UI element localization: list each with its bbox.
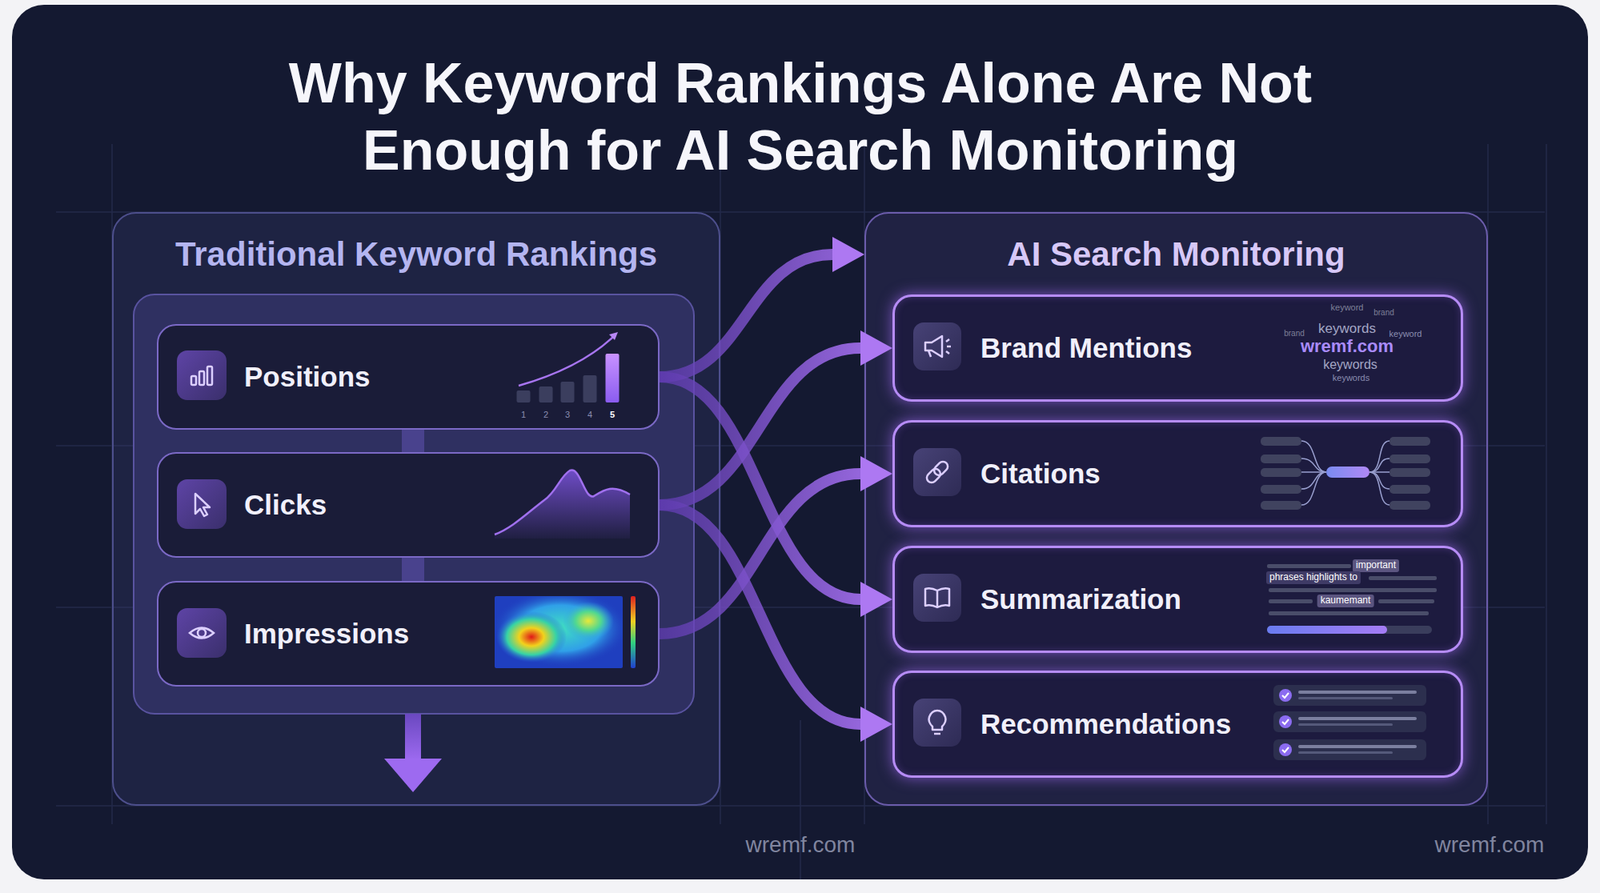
card-label: Brand Mentions xyxy=(980,331,1192,365)
highlight-tag: phrases highlights to xyxy=(1266,571,1361,585)
word-cloud-term: keywords xyxy=(1323,357,1378,373)
group-heading: Traditional Keyword Rankings xyxy=(113,231,719,278)
card-label: Citations xyxy=(980,457,1101,491)
axis-number: 2 xyxy=(543,409,549,421)
axis-number: 1 xyxy=(521,409,526,421)
group-heading: AI Search Monitoring xyxy=(866,231,1487,278)
card-label: Recommendations xyxy=(980,707,1232,742)
axis-number: 3 xyxy=(565,409,570,421)
highlight-tag: important xyxy=(1352,559,1400,573)
background-grid xyxy=(56,144,1547,880)
card-label: Positions xyxy=(244,360,371,394)
inner-group-box xyxy=(133,294,694,714)
word-cloud-term: keywords xyxy=(1332,372,1370,384)
diagram-title: Why Keyword Rankings Alone Are Not Enoug… xyxy=(240,49,1361,185)
group-panel: AI Search MonitoringBrand MentionsCitati… xyxy=(864,212,1488,807)
watermark: wremf.com xyxy=(1435,832,1545,859)
axis-number: 5 xyxy=(609,409,615,421)
group-panel: Traditional Keyword RankingsPositionsCli… xyxy=(112,212,721,807)
metric-card: Clicks xyxy=(156,452,660,558)
grid-line xyxy=(1545,144,1548,825)
word-cloud-term: keywords xyxy=(1318,320,1376,337)
background-card xyxy=(12,4,1588,880)
card-label: Summarization xyxy=(980,582,1182,617)
watermark: wremf.com xyxy=(745,832,856,859)
metric-card: Citations xyxy=(892,420,1464,528)
word-cloud-term: brand xyxy=(1373,308,1395,318)
card-label: Impressions xyxy=(244,617,410,651)
metric-card: Positions xyxy=(156,324,660,430)
word-cloud-term: wremf.com xyxy=(1300,336,1394,357)
highlight-tag: kaumemant xyxy=(1317,594,1375,608)
word-cloud-term: keyword xyxy=(1331,302,1364,313)
metric-card: Recommendations xyxy=(892,670,1464,778)
metric-card: Impressions xyxy=(156,581,660,687)
word-cloud-term: keyword xyxy=(1389,328,1423,340)
axis-number: 4 xyxy=(587,409,593,421)
card-label: Clicks xyxy=(244,488,327,522)
